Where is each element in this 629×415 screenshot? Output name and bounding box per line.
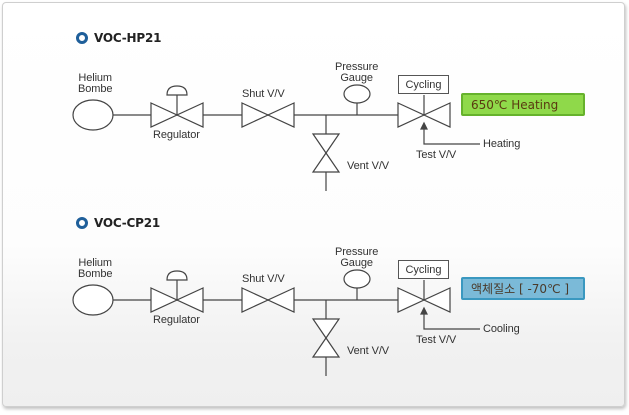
- mode-label-cooling: Cooling: [483, 323, 520, 335]
- section-title-text: VOC-CP21: [94, 216, 161, 230]
- mode-label-heating: Heating: [483, 138, 521, 150]
- test-valve-icon: [397, 280, 451, 313]
- heating-arrow: [420, 121, 480, 145]
- shut-valve-label: Shut V/V: [242, 88, 285, 100]
- shut-valve-icon: [241, 102, 295, 128]
- piping-schematic: [72, 84, 480, 191]
- test-valve-icon: [397, 95, 451, 128]
- regulator-label: Regulator: [153, 129, 200, 141]
- test-valve-label: Test V/V: [416, 149, 457, 161]
- diagram-cp21: Helium Bombe Regulator Shut V/V Pressure…: [0, 185, 629, 376]
- piping-schematic: [72, 269, 480, 376]
- helium-bombe-icon: [72, 99, 114, 131]
- status-badge-cooling: 액체질소 [ -70℃ ]: [461, 277, 585, 300]
- bullet-icon: [76, 32, 88, 44]
- section-title-cp21: VOC-CP21: [76, 215, 160, 231]
- regulator-valve-icon: [150, 270, 204, 313]
- helium-bombe-icon: [72, 284, 114, 316]
- vent-valve-label: Vent V/V: [347, 160, 390, 172]
- vent-valve-icon: [311, 300, 341, 376]
- cycling-box: Cycling: [398, 260, 449, 279]
- helium-bombe-label: Helium Bombe: [78, 72, 113, 95]
- vent-valve-icon: [311, 115, 341, 191]
- pressure-gauge-label: Pressure Gauge: [335, 61, 379, 84]
- shut-valve-icon: [241, 287, 295, 313]
- cycling-box: Cycling: [398, 75, 449, 94]
- pressure-gauge-icon: [343, 84, 371, 115]
- helium-bombe-label: Helium Bombe: [78, 257, 113, 280]
- diagram-hp21: Helium Bombe Regulator Shut V/V Pressure…: [0, 0, 629, 191]
- regulator-label: Regulator: [153, 314, 200, 326]
- diagram-panel: [2, 2, 625, 407]
- test-valve-label: Test V/V: [416, 334, 457, 346]
- shut-valve-label: Shut V/V: [242, 273, 285, 285]
- vent-valve-label: Vent V/V: [347, 345, 390, 357]
- cooling-arrow: [420, 306, 480, 330]
- bullet-icon: [76, 217, 88, 229]
- pressure-gauge-label: Pressure Gauge: [335, 246, 379, 269]
- status-badge-heating: 650℃ Heating: [461, 93, 585, 116]
- section-title-hp21: VOC-HP21: [76, 30, 161, 46]
- section-title-text: VOC-HP21: [94, 31, 162, 45]
- regulator-valve-icon: [150, 85, 204, 128]
- pressure-gauge-icon: [343, 269, 371, 300]
